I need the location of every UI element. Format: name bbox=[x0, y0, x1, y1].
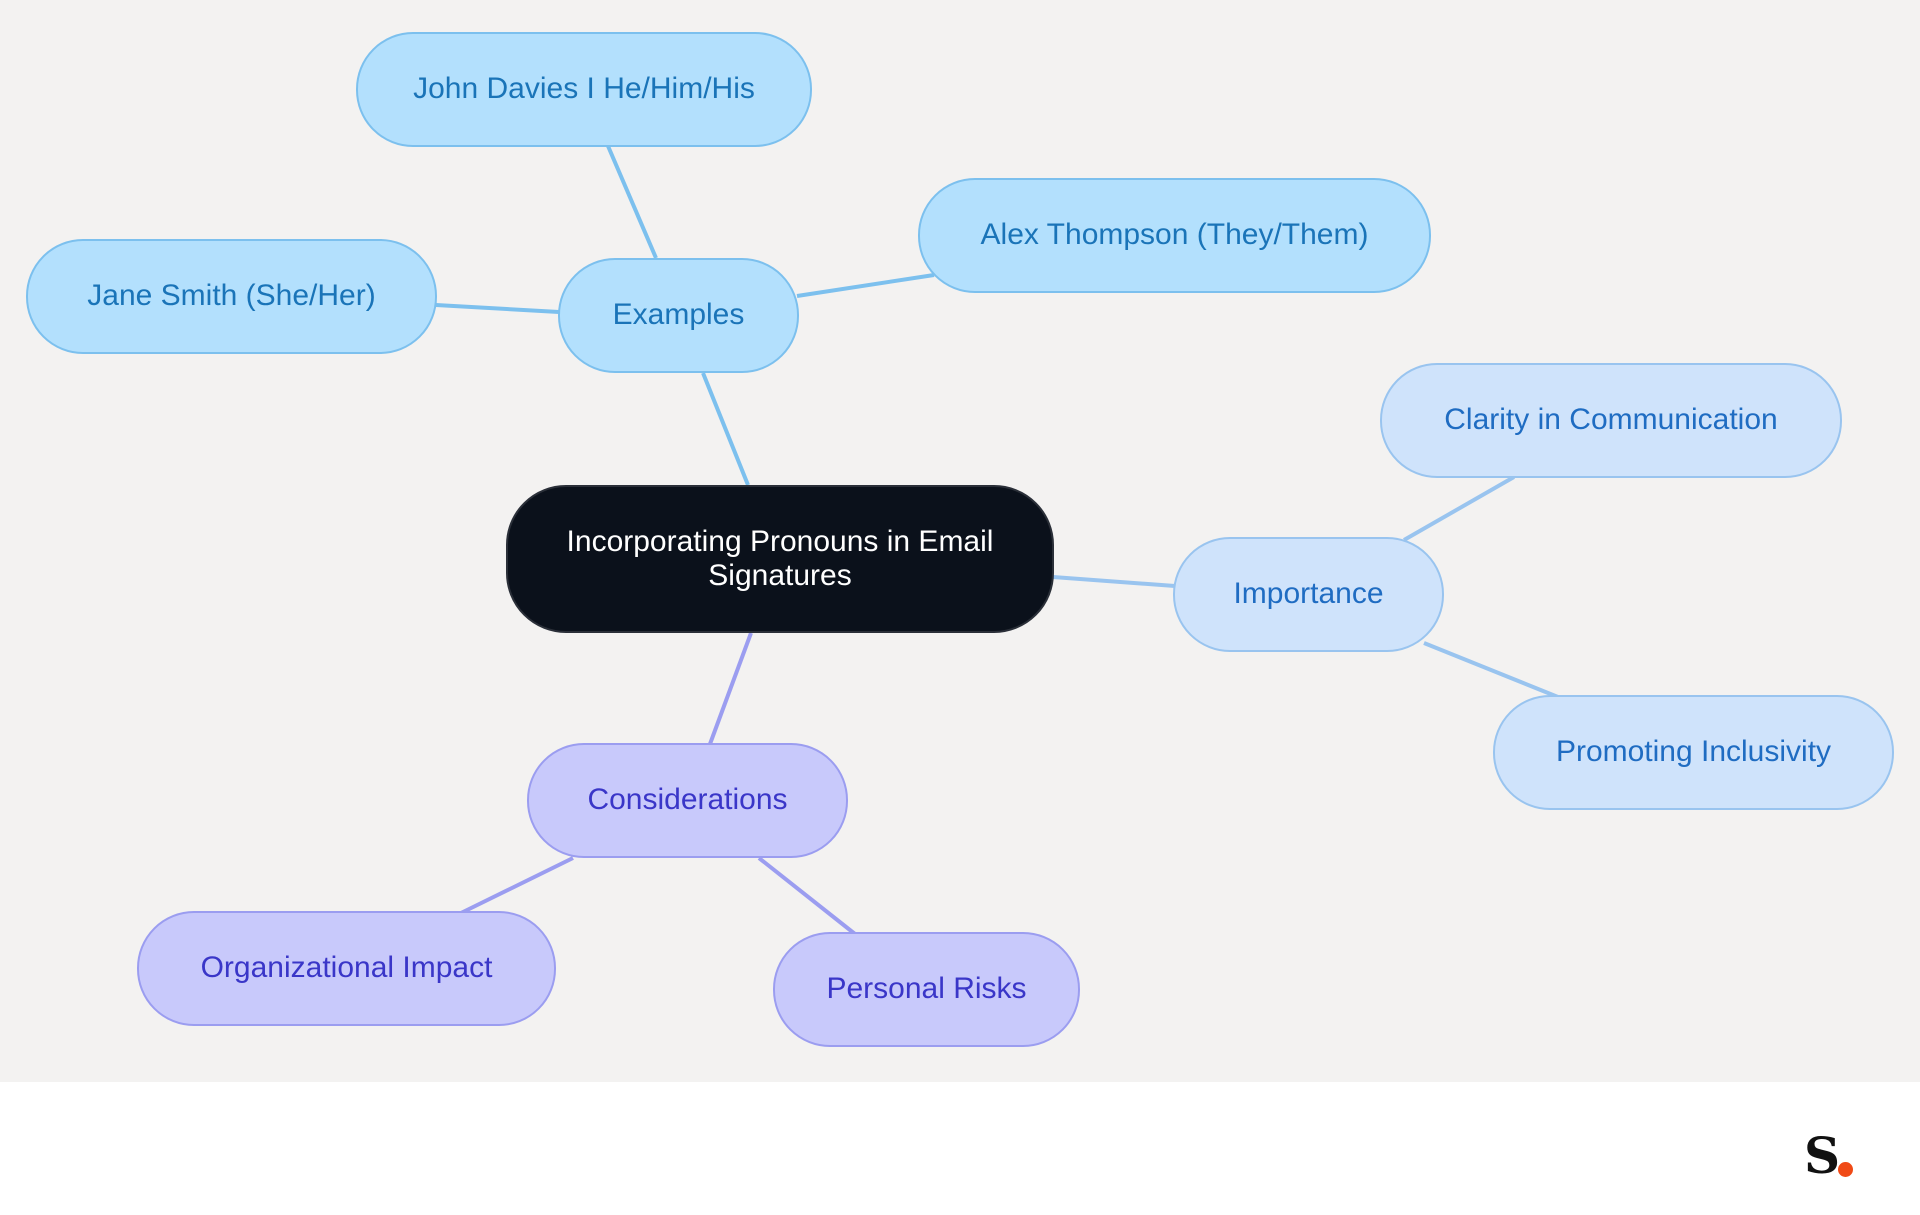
leaf-node-inclusivity: Promoting Inclusivity bbox=[1493, 695, 1894, 810]
branch-node-examples: Examples bbox=[558, 258, 799, 373]
leaf-node-label: Clarity in Communication bbox=[1444, 403, 1778, 437]
leaf-node-label: Jane Smith (She/Her) bbox=[87, 279, 376, 313]
edge-importance-clarity bbox=[1403, 475, 1515, 542]
leaf-node-label: John Davies I He/Him/His bbox=[413, 72, 755, 106]
leaf-node-label: Promoting Inclusivity bbox=[1555, 735, 1832, 769]
root-node: Incorporating Pronouns in Email Signatur… bbox=[506, 485, 1054, 633]
connector-lines bbox=[435, 145, 1559, 936]
edge-examples-jane bbox=[435, 303, 560, 314]
leaf-node-alex-thompson: Alex Thompson (They/Them) bbox=[918, 178, 1431, 293]
brand-dot bbox=[1838, 1162, 1853, 1177]
edge-considerations-org bbox=[460, 856, 574, 915]
edge-considerations-risks bbox=[757, 856, 857, 936]
edge-root-examples bbox=[701, 372, 750, 486]
leaf-node-jane-smith: Jane Smith (She/Her) bbox=[26, 239, 437, 354]
brand-letter: S bbox=[1804, 1126, 1841, 1185]
edge-root-importance bbox=[1052, 575, 1176, 588]
brand-logo-icon: S bbox=[1804, 1126, 1854, 1185]
leaf-node-organizational-impact: Organizational Impact bbox=[137, 911, 556, 1026]
branch-node-label: Considerations bbox=[587, 783, 788, 817]
edge-examples-alex bbox=[796, 273, 935, 298]
mind-map-canvas: Incorporating Pronouns in Email Signatur… bbox=[0, 0, 1920, 1082]
root-node-label: Incorporating Pronouns in Email Signatur… bbox=[566, 524, 994, 593]
leaf-node-john-davies: John Davies I He/Him/His bbox=[356, 32, 812, 147]
leaf-node-label: Organizational Impact bbox=[200, 951, 493, 985]
edge-importance-inclusivity bbox=[1423, 641, 1559, 699]
leaf-node-label: Personal Risks bbox=[826, 972, 1027, 1006]
leaf-node-clarity: Clarity in Communication bbox=[1380, 363, 1842, 478]
branch-node-label: Importance bbox=[1233, 577, 1384, 611]
edge-root-considerations bbox=[708, 632, 753, 745]
leaf-node-personal-risks: Personal Risks bbox=[773, 932, 1080, 1047]
branch-node-importance: Importance bbox=[1173, 537, 1444, 652]
branch-node-label: Examples bbox=[612, 298, 745, 332]
branch-node-considerations: Considerations bbox=[527, 743, 848, 858]
edge-examples-john bbox=[606, 145, 658, 259]
leaf-node-label: Alex Thompson (They/Them) bbox=[980, 218, 1369, 252]
